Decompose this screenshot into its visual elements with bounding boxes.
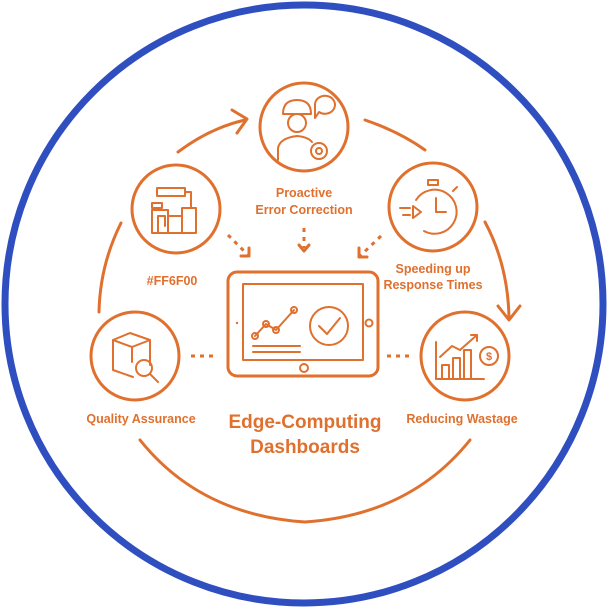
arc-top-right	[363, 118, 427, 152]
label-wastage: Reducing Wastage	[406, 412, 517, 426]
arc-left	[97, 221, 123, 314]
arc-arrow-top-left	[176, 118, 247, 154]
connectors	[191, 228, 413, 358]
cycle-arrows	[97, 108, 522, 524]
node-quality: Quality Assurance	[86, 310, 196, 426]
circuit-layout-icon	[151, 187, 197, 234]
arrowhead-top	[230, 108, 249, 135]
label-color: #FF6F00	[147, 274, 198, 288]
title-line-1: Edge-Computing	[228, 412, 381, 433]
engineer-gear-icon	[277, 94, 336, 161]
label-quality: Quality Assurance	[86, 412, 195, 426]
stopwatch-icon	[399, 179, 458, 235]
node-proactive: Proactive Error Correction	[255, 81, 353, 217]
label-proactive-2: Error Correction	[255, 203, 352, 217]
svg-text:$: $	[486, 351, 492, 363]
node-wastage: $ Reducing Wastage	[406, 310, 518, 426]
tablet-dashboard-icon	[226, 270, 380, 378]
box-magnifier-icon	[112, 332, 159, 383]
arrowhead-right	[496, 304, 522, 322]
title-line-2: Dashboards	[250, 437, 360, 458]
node-speed: Speeding up Response Times	[383, 161, 483, 292]
arc-bottom	[138, 438, 472, 524]
chart-dollar-icon	[435, 334, 499, 380]
node-color: #FF6F00	[130, 163, 222, 288]
arc-arrow-right	[483, 220, 511, 320]
label-speed-1: Speeding up	[396, 262, 471, 276]
label-proactive-1: Proactive	[276, 186, 332, 200]
label-speed-2: Response Times	[383, 278, 482, 292]
